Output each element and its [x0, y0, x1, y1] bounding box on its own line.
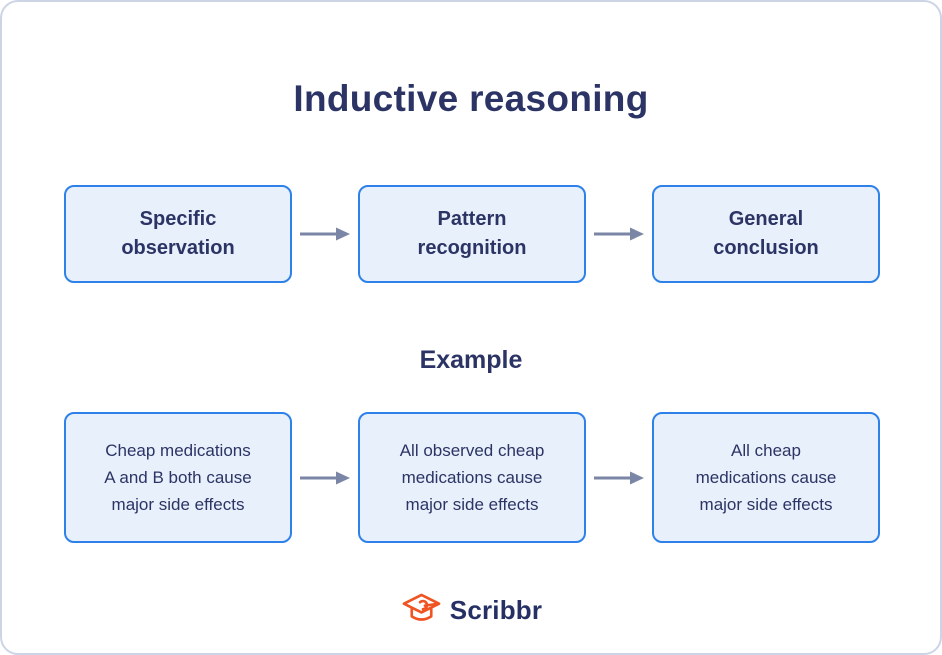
- flow-box-pattern-recognition: Pattern recognition: [358, 185, 586, 283]
- scribbr-logo: Scribbr: [2, 591, 940, 630]
- flow-connector: [586, 471, 652, 485]
- arrow-right-icon: [300, 471, 350, 484]
- arrow-right-icon: [594, 227, 644, 241]
- example-flow: Cheap medications A and B both cause maj…: [64, 412, 880, 543]
- box-label: All observed cheap medications cause maj…: [399, 440, 545, 515]
- box-label: All cheap medications cause major side e…: [695, 440, 837, 515]
- flow-box-general-conclusion: General conclusion: [652, 185, 880, 283]
- logo-wordmark: Scribbr: [449, 595, 543, 625]
- example-box-pattern-recognition: All observed cheap medications cause maj…: [358, 412, 586, 543]
- flow-connector: [292, 227, 358, 241]
- box-label: Cheap medications A and B both cause maj…: [104, 440, 252, 515]
- concept-flow: Specific observation Pattern recognition…: [64, 185, 880, 283]
- arrow-right-icon: [300, 227, 350, 241]
- example-heading: Example: [419, 346, 523, 374]
- graduation-cap-icon: [402, 593, 441, 621]
- example-box-general-conclusion: All cheap medications cause major side e…: [652, 412, 880, 543]
- example-box-specific-observation: Cheap medications A and B both cause maj…: [64, 412, 292, 543]
- flow-connector: [292, 471, 358, 485]
- box-label: General conclusion: [713, 208, 819, 259]
- box-label: Specific observation: [121, 208, 235, 259]
- page-title: Inductive reasoning: [293, 78, 649, 119]
- flow-connector: [586, 227, 652, 241]
- flow-box-specific-observation: Specific observation: [64, 185, 292, 283]
- arrow-right-icon: [594, 471, 644, 484]
- box-label: Pattern recognition: [417, 208, 527, 259]
